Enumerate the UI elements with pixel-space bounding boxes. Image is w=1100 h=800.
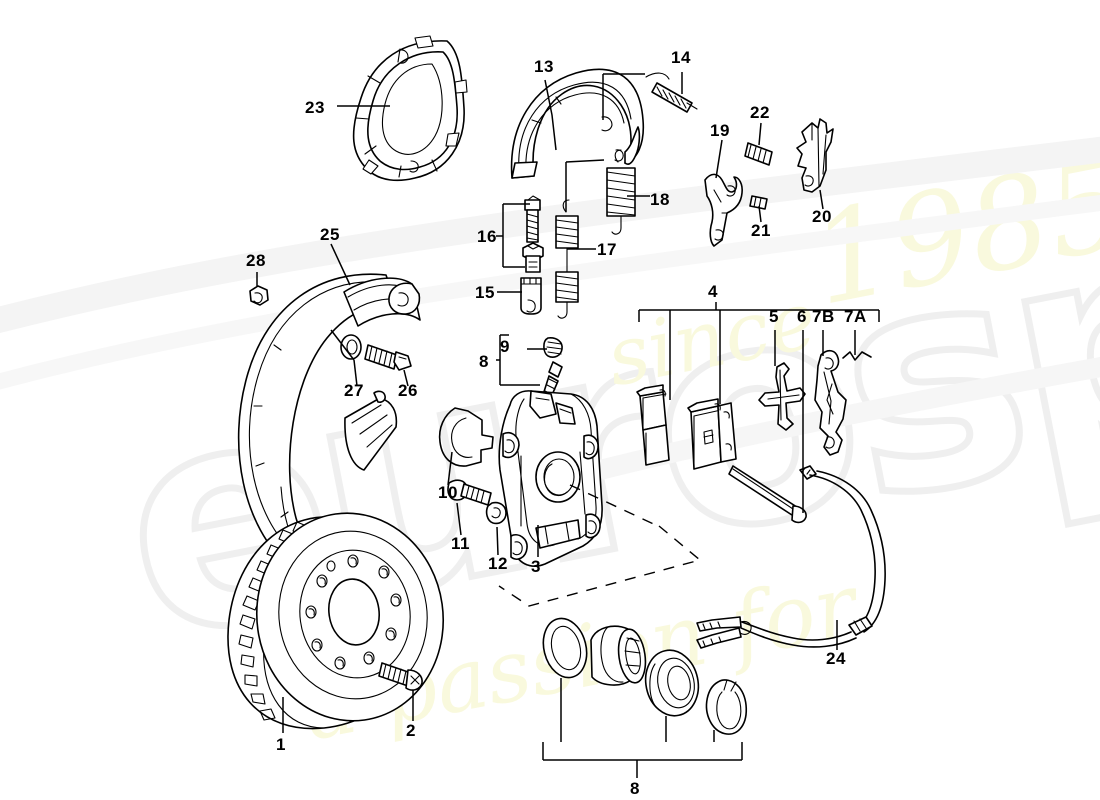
part-26-dust-shield — [237, 273, 421, 585]
part-20-expander-lever — [704, 173, 743, 247]
callout-label-9: 8 — [479, 352, 489, 371]
callout-label-16: 15 — [475, 283, 495, 302]
callout-label-26: 25 — [320, 225, 340, 244]
callout-label-19: 18 — [650, 190, 670, 209]
callout-label-25: 24 — [826, 649, 846, 668]
callout-label-17: 16 — [477, 227, 497, 246]
part-27-shield-bolt — [364, 344, 412, 371]
callout-label-4: 4 — [708, 282, 718, 301]
part-15-tension-spring — [645, 72, 698, 113]
callout-label-2: 2 — [406, 721, 416, 740]
part-3-brake-caliper — [498, 390, 603, 567]
callout-label-8: 8 — [630, 779, 640, 798]
callout-label-24: 23 — [305, 98, 325, 117]
part-5-spreader-spring — [758, 362, 806, 431]
part-8-piston — [590, 625, 647, 686]
callout-label-3: 3 — [531, 557, 541, 576]
callout-label-15: 14 — [671, 48, 691, 67]
part-17-adjuster-screw — [524, 195, 541, 243]
callout-label-21: 20 — [812, 207, 832, 226]
part-7b-sensor-bracket — [814, 349, 847, 456]
part-8-retaining-ring — [705, 679, 748, 735]
part-6-retaining-pin — [728, 465, 807, 524]
callout-label-14: 13 — [534, 57, 554, 76]
part-2-disc-screw — [378, 662, 423, 691]
callout-label-20: 19 — [710, 121, 730, 140]
part-17-adjuster-nut — [522, 242, 544, 273]
callout-label-27: 26 — [398, 381, 418, 400]
part-8-dust-boot — [644, 649, 700, 717]
part-25-brake-hose — [696, 465, 886, 649]
part-28-washer — [340, 334, 362, 360]
part-24-backing-plate — [352, 35, 468, 182]
callout-label-11: 10 — [438, 483, 458, 502]
callout-label-23: 22 — [750, 103, 770, 122]
callout-label-1: 1 — [276, 735, 286, 754]
callout-label-13: 12 — [488, 554, 508, 573]
callout-label-7B: 7B — [812, 307, 835, 326]
part-29-hex-nut — [249, 285, 269, 306]
part-18-hold-down-spring — [555, 199, 579, 319]
part-7a-sensor-clip — [842, 351, 872, 361]
callout-label-18: 17 — [597, 240, 617, 259]
part-10-bleeder-cap — [543, 337, 563, 358]
callout-label-7A: 7A — [844, 307, 867, 326]
part-21-shoe-expander — [796, 118, 834, 193]
part-4-brake-pad-outer — [636, 384, 670, 466]
leader-lines — [256, 72, 880, 778]
callout-label-22: 21 — [751, 221, 771, 240]
callout-label-6: 6 — [797, 307, 807, 326]
part-12-caliper-bolt — [447, 479, 492, 506]
part-8-seal-ring-outer — [542, 617, 588, 679]
callout-label-28: 27 — [344, 381, 364, 400]
callout-label-29: 28 — [246, 251, 266, 270]
callout-label-10: 9 — [500, 337, 510, 356]
part-14-brake-shoe — [510, 68, 645, 212]
part-13-lock-washer — [485, 501, 507, 525]
callout-label-5: 5 — [769, 307, 779, 326]
part-11-retaining-clip — [438, 407, 494, 467]
part-23-pin-large — [744, 142, 773, 166]
part-16-adjuster-body — [520, 277, 542, 315]
assembly-grouping-lines — [498, 484, 702, 607]
callout-label-12: 11 — [451, 534, 470, 553]
part-19-return-spring — [606, 149, 636, 235]
part-22-pin-small — [749, 195, 768, 210]
part-4-brake-pad-inner — [687, 398, 737, 470]
